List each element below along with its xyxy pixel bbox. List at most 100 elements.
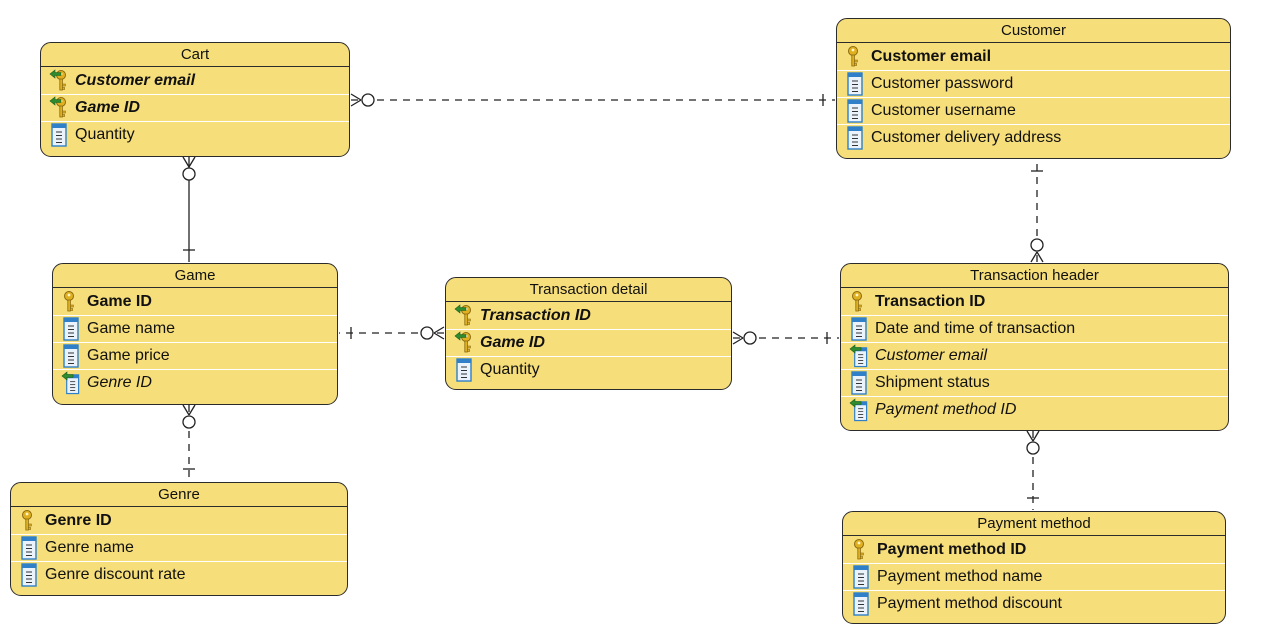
column-row[interactable]: Transaction ID <box>841 288 1228 315</box>
column-row[interactable]: Payment method ID <box>841 396 1228 423</box>
column-icon <box>851 592 877 616</box>
column-name: Genre name <box>45 539 134 556</box>
column-row[interactable]: Payment method ID <box>843 536 1225 563</box>
zero-optional-marker <box>182 167 196 181</box>
column-row[interactable]: Game ID <box>41 94 349 121</box>
entity-game[interactable]: Game Game ID Game name Game price Genre … <box>52 263 338 405</box>
zero-optional-marker <box>182 415 196 429</box>
zero-optional-marker <box>420 326 434 340</box>
entity-genre[interactable]: Genre Genre ID Genre name Genre discount… <box>10 482 348 596</box>
column-row[interactable]: Customer email <box>841 342 1228 369</box>
column-name: Date and time of transaction <box>875 320 1076 337</box>
column-row[interactable]: Quantity <box>446 356 731 383</box>
entity-title: Genre <box>11 483 347 507</box>
column-name: Customer email <box>875 347 988 364</box>
column-row[interactable]: Shipment status <box>841 369 1228 396</box>
crows-foot-many-marker <box>732 331 744 345</box>
entity-transaction-header[interactable]: Transaction header Transaction ID Date a… <box>840 263 1229 431</box>
relationship-cart-customer[interactable] <box>350 93 835 107</box>
column-icon <box>845 126 871 150</box>
relationship-cart-game[interactable] <box>182 156 196 262</box>
column-name: Quantity <box>480 361 540 378</box>
crows-foot-many-marker <box>182 404 196 416</box>
column-name: Game ID <box>87 292 152 310</box>
column-name: Genre discount rate <box>45 566 186 583</box>
column-name: Customer username <box>871 102 1016 119</box>
entity-payment-method[interactable]: Payment method Payment method ID Payment… <box>842 511 1226 624</box>
column-name: Genre ID <box>45 511 112 529</box>
entity-title: Transaction detail <box>446 278 731 302</box>
column-name: Genre ID <box>87 374 152 391</box>
entity-transaction-detail[interactable]: Transaction detail Transaction ID Game I… <box>445 277 732 390</box>
column-row[interactable]: Game ID <box>446 329 731 356</box>
column-row[interactable]: Customer email <box>41 67 349 94</box>
foreign-key-icon <box>849 344 875 368</box>
column-name: Game ID <box>75 99 140 116</box>
foreign-key-icon <box>61 371 87 395</box>
column-name: Payment method ID <box>875 401 1017 418</box>
foreign-key-icon <box>849 398 875 422</box>
relationship-transaction-header-payment-method[interactable] <box>1026 430 1040 510</box>
entity-title: Transaction header <box>841 264 1228 288</box>
column-row[interactable]: Genre discount rate <box>11 561 347 588</box>
column-row[interactable]: Game name <box>53 315 337 342</box>
column-name: Customer password <box>871 75 1014 92</box>
zero-optional-marker <box>743 331 757 345</box>
entity-customer[interactable]: Customer Customer email Customer passwor… <box>836 18 1231 159</box>
column-row[interactable]: Payment method name <box>843 563 1225 590</box>
column-name: Quantity <box>75 126 135 143</box>
relationship-game-genre[interactable] <box>182 404 196 481</box>
column-icon <box>61 317 87 341</box>
column-row[interactable]: Customer password <box>837 70 1230 97</box>
column-row[interactable]: Customer email <box>837 43 1230 70</box>
column-name: Transaction ID <box>480 306 591 324</box>
column-icon <box>19 536 45 560</box>
column-name: Payment method ID <box>877 540 1027 558</box>
column-row[interactable]: Payment method discount <box>843 590 1225 617</box>
crows-foot-many-marker <box>433 326 445 340</box>
column-icon <box>49 123 75 147</box>
primary-key-icon <box>19 509 45 533</box>
column-row[interactable]: Genre name <box>11 534 347 561</box>
column-row[interactable]: Game price <box>53 342 337 369</box>
entity-cart[interactable]: Cart Customer email Game ID Quantity <box>40 42 350 157</box>
column-row[interactable]: Customer delivery address <box>837 124 1230 151</box>
column-name: Customer email <box>75 71 196 89</box>
crows-foot-many-marker <box>350 93 362 107</box>
column-name: Customer delivery address <box>871 129 1062 146</box>
column-name: Payment method discount <box>877 595 1062 612</box>
column-icon <box>19 563 45 587</box>
column-row[interactable]: Transaction ID <box>446 302 731 329</box>
column-row[interactable]: Date and time of transaction <box>841 315 1228 342</box>
column-row[interactable]: Customer username <box>837 97 1230 124</box>
foreign-primary-key-icon <box>454 303 480 328</box>
zero-optional-marker <box>1030 238 1044 252</box>
relationship-transaction-detail-game[interactable] <box>339 326 445 340</box>
column-icon <box>845 72 871 96</box>
column-icon <box>849 371 875 395</box>
foreign-primary-key-icon <box>49 96 75 120</box>
zero-optional-marker <box>361 93 375 107</box>
column-name: Shipment status <box>875 374 990 391</box>
relationship-transaction-header-customer[interactable] <box>1030 159 1044 263</box>
column-row[interactable]: Quantity <box>41 121 349 148</box>
column-row[interactable]: Game ID <box>53 288 337 315</box>
column-icon <box>61 344 87 368</box>
column-name: Game price <box>87 347 170 364</box>
column-icon <box>845 99 871 123</box>
zero-optional-marker <box>1026 441 1040 455</box>
primary-key-icon <box>849 290 875 314</box>
column-name: Payment method name <box>877 568 1043 585</box>
entity-title: Customer <box>837 19 1230 43</box>
foreign-primary-key-icon <box>454 331 480 355</box>
column-row[interactable]: Genre ID <box>53 369 337 396</box>
primary-key-icon <box>851 538 877 562</box>
column-icon <box>849 317 875 341</box>
column-name: Transaction ID <box>875 292 986 310</box>
relationship-transaction-detail-transaction-header[interactable] <box>732 331 839 345</box>
column-row[interactable]: Genre ID <box>11 507 347 534</box>
column-name: Customer email <box>871 47 992 65</box>
column-name: Game name <box>87 320 176 337</box>
column-icon <box>454 358 480 382</box>
